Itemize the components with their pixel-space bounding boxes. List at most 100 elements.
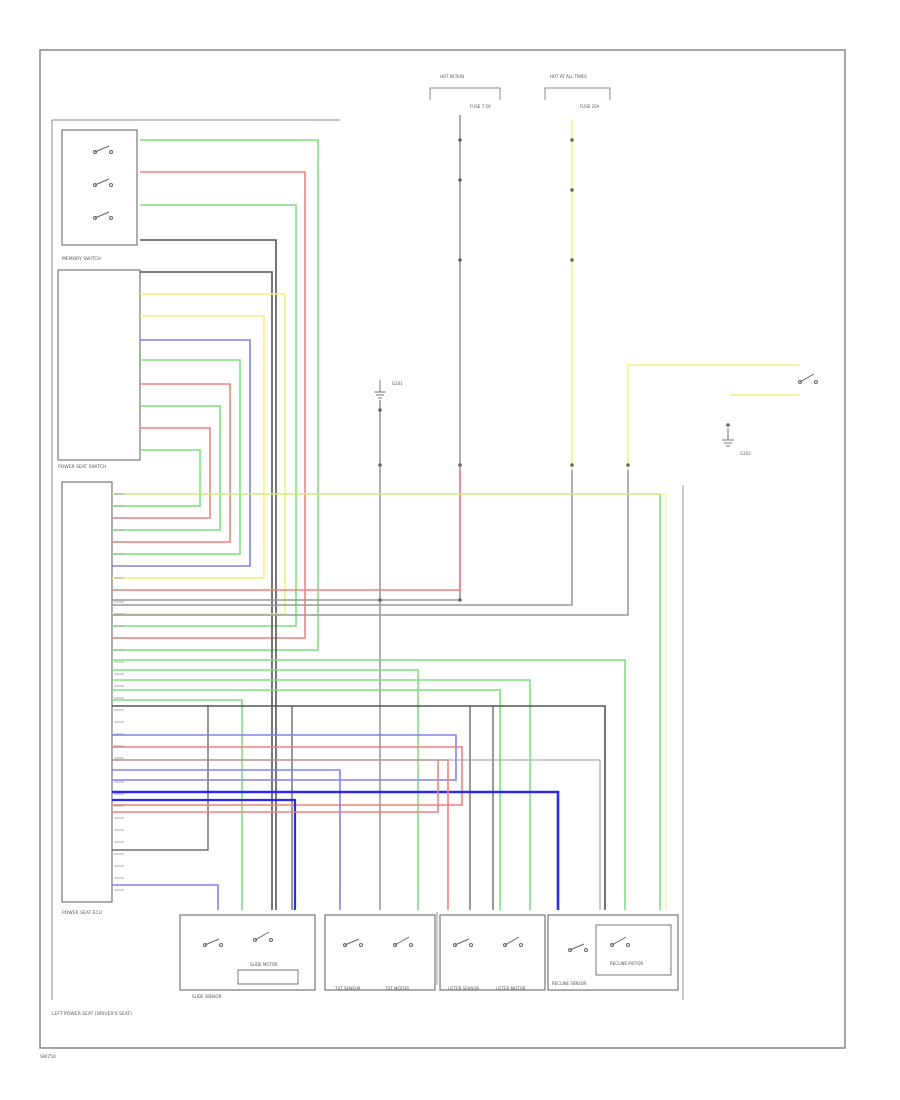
memory-switch-2 [93, 178, 113, 187]
tilt-sensor-label: TILT SENSOR [334, 986, 361, 991]
connector-dot-10 [458, 598, 462, 602]
hot-at-all-times-label: HOT AT ALL TIMES [550, 74, 587, 79]
wire-ecu-g2 [112, 659, 626, 910]
wires-layer [112, 115, 800, 1000]
recline-sensor-switch [568, 943, 588, 952]
connector-dot-0 [458, 138, 462, 142]
wire-ecu-g4 [112, 679, 531, 910]
wire-top-right [112, 470, 573, 606]
fuse-a-label: FUSE 7.5A [470, 104, 491, 109]
tilt-sensor-switch [343, 938, 363, 947]
wire-seatbelt-gray [112, 470, 629, 616]
wire-seatbelt-yel [627, 364, 800, 470]
tilt-motor-box [324, 914, 436, 991]
wire-top-left-red [112, 470, 461, 591]
connector-dot-13 [726, 423, 730, 427]
connector-dot-7 [458, 463, 462, 467]
wire-ecu-blue-4 [112, 798, 297, 910]
power-seat-switch-box [57, 269, 141, 461]
fuse-b-label: FUSE 20A [580, 104, 600, 109]
connector-dot-1 [458, 178, 462, 182]
pin-ticks-layer [114, 493, 124, 891]
wire-psw-2 [112, 315, 265, 579]
connector-dot-12 [378, 408, 382, 412]
slide-motor-box [179, 914, 316, 991]
wire-ecu-blue-3 [112, 790, 560, 910]
slide-sensor-label: SLIDE SENSOR [192, 994, 222, 999]
wire-ecu-green-1 [112, 493, 661, 910]
slide-motor-label: SLIDE MOTOR [250, 962, 278, 967]
lifter-motor-switch [503, 936, 523, 947]
wire-ecu-red-3 [112, 760, 439, 813]
wire-ecu-gray-1 [112, 759, 601, 910]
wire-ecu-b1 [112, 706, 209, 851]
wire-ecu-blue-5 [112, 884, 219, 910]
wire-psw-1 [112, 293, 286, 615]
memory-switch-label: MEMORY SWITCH [62, 256, 101, 262]
power-seat-ecu-box [61, 481, 113, 903]
wire-ecu-blue-1 [112, 734, 457, 781]
wire-ecu-g5 [112, 689, 501, 910]
wire-ecu-black-bus [112, 705, 606, 910]
slide-sensor-switch [203, 938, 223, 947]
power-seat-ecu-label: POWER SEAT ECU [62, 910, 102, 916]
seatbelt-switch [798, 373, 818, 384]
connector-dot-5 [570, 258, 574, 262]
lifter-sensor-switch [453, 938, 473, 947]
wire-mem-2 [112, 171, 306, 639]
wire-psw-5 [112, 383, 231, 543]
switch-symbols-layer [93, 145, 818, 952]
wire-mem-4 [140, 239, 277, 910]
wire-psw-8 [112, 449, 201, 507]
lifter-motor-box [439, 914, 546, 991]
recline-sensor-label: RECLINE SENSOR [552, 981, 587, 986]
wire-ecu-g3 [112, 669, 419, 910]
wire-psw-7 [112, 427, 211, 519]
memory-switch-3 [93, 211, 113, 220]
connector-dot-3 [570, 138, 574, 142]
connector-dot-6 [378, 463, 382, 467]
tilt-motor-switch [393, 936, 413, 947]
footer-code: SW750 [40, 1054, 56, 1060]
wire-mem-1 [112, 139, 319, 651]
tilt-motor-label: TILT MOTOR [384, 986, 409, 991]
diagram-frame [39, 49, 846, 1049]
wire-psw-4 [112, 359, 241, 555]
memory-switch-1 [93, 145, 113, 154]
slide-motor-inner [237, 969, 299, 985]
connector-dot-2 [458, 258, 462, 262]
fuse-box-bracket-left [429, 87, 501, 100]
connector-dot-11 [378, 598, 382, 602]
connector-dots-layer [378, 138, 730, 602]
ground-right-label: G202 [740, 451, 751, 456]
recline-motor-inner [595, 924, 672, 976]
left-power-seat-label: LEFT POWER SEAT (DRIVER'S SEAT) [52, 1011, 132, 1017]
ground-symbol-left [374, 380, 386, 399]
wire-ecu-blue-2 [112, 769, 341, 910]
fuse-box-bracket-right [544, 87, 611, 100]
recline-motor-switch [610, 936, 630, 947]
wire-ecu-red-1 [112, 746, 463, 806]
ground-left-label: G201 [392, 381, 403, 386]
recline-motor-label: RECLINE MOTOR [610, 961, 643, 966]
recline-motor-box [547, 914, 679, 991]
connector-dot-9 [626, 463, 630, 467]
slide-motor-switch [253, 931, 273, 942]
hot-in-run-label: HOT IN RUN [440, 74, 464, 79]
connector-dot-4 [570, 188, 574, 192]
lifter-sensor-label: LIFTER SENSOR [448, 986, 479, 991]
wire-psw-3 [112, 339, 251, 567]
ground-symbol-right [722, 428, 734, 447]
lifter-motor-label: LIFTER MOTOR [496, 986, 526, 991]
wire-psw-gnd [140, 271, 273, 910]
wire-ecu-g6 [112, 699, 243, 910]
wire-ecu-red-2 [112, 759, 449, 910]
connector-dot-8 [570, 463, 574, 467]
power-seat-switch-label: POWER SEAT SWITCH [58, 464, 106, 470]
wire-mem-3 [112, 204, 297, 627]
wire-ecu-yel-1 [112, 493, 667, 910]
memory-switch-box [61, 129, 138, 246]
wire-psw-6 [112, 405, 221, 531]
wire-top-left [112, 115, 461, 601]
